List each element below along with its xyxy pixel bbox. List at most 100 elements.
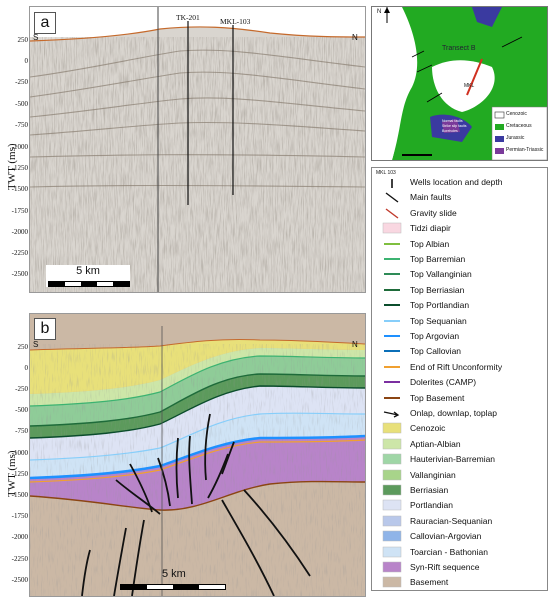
tick-label: -500 [15, 406, 28, 414]
legend-item: Top Callovian [372, 343, 461, 359]
legend-label: Onlap, downlap, toplap [410, 408, 497, 418]
legend-label: Top Berriasian [410, 284, 465, 295]
tick-label: -2000 [11, 228, 28, 236]
tick-label: 0 [24, 364, 29, 372]
legend-label: Portlandian [410, 500, 454, 511]
legend-item: End of Rift Unconformity [372, 359, 502, 375]
legend-symbol [382, 392, 402, 404]
legend-label: Hauterivian-Barremian [410, 454, 496, 465]
tick-label: -750 [15, 427, 28, 435]
location-map: N Transect B MKL Cenozoic Cretaceous Jur… [371, 6, 548, 161]
map-legend-cenozoic: Cenozoic [506, 111, 527, 117]
legend-item: Onlap, downlap, toplap [372, 405, 497, 421]
legend-item: Aptian-Albian [372, 436, 461, 452]
legend-symbol [382, 268, 402, 280]
panel-b-left-side: S [33, 340, 39, 349]
tick-label: -2500 [11, 576, 28, 584]
tick-label: 250 [17, 343, 29, 351]
legend-label: Syn-Rift sequence [410, 562, 480, 572]
well-label-tk-201: TK-201 [176, 13, 200, 22]
legend-label: Main faults [410, 192, 452, 203]
legend-label: Cenozoic [410, 423, 446, 434]
legend-symbol [382, 376, 402, 388]
legend-item: Vallanginian [372, 467, 456, 483]
legend-symbol [382, 546, 402, 558]
legend-item: Syn-Rift sequence [372, 559, 479, 575]
tick-label: -2000 [11, 533, 28, 541]
legend-symbol [382, 561, 402, 573]
tick-label: -2250 [11, 555, 28, 563]
legend-symbol [382, 176, 402, 188]
map-legend-jurassic: Jurassic [506, 135, 525, 141]
legend-label: End of Rift Unconformity [410, 361, 503, 372]
tick-label: -1000 [11, 449, 28, 457]
legend-symbol [382, 469, 402, 481]
legend-item: Dolerites (CAMP) [372, 374, 476, 390]
panel-a-right-side: N [352, 33, 358, 42]
legend-label: Top Barremian [410, 254, 466, 264]
tick-label: -250 [15, 78, 28, 86]
scale-label-a: 5 km [76, 265, 100, 277]
legend-symbol [382, 438, 402, 450]
legend-item: Callovian-Argovian [372, 528, 481, 544]
legend-label: Top Sequanian [410, 315, 467, 326]
panel-b-letter: b [34, 318, 56, 340]
legend-label: Vallanginian [410, 469, 456, 480]
legend-symbol [382, 191, 402, 203]
map-legend-cretaceous: Cretaceous [506, 123, 532, 129]
legend-label: Tidzi diapir [410, 223, 451, 234]
legend-symbol [382, 515, 402, 527]
tick-label: -250 [15, 385, 28, 393]
legend-label: Dolerites (CAMP) [410, 377, 477, 388]
tick-label: -1250 [11, 164, 28, 172]
legend-item: Top Albian [372, 236, 449, 252]
legend-symbol [382, 499, 402, 511]
legend-item: Main faults [372, 189, 451, 205]
panel-a-left-side: S [33, 33, 39, 42]
legend-symbol [382, 530, 402, 542]
legend-symbol [382, 361, 402, 373]
legend-label: Top Argovian [410, 331, 460, 341]
legend-symbol [382, 222, 402, 234]
legend-symbol [382, 484, 402, 496]
legend-symbol [382, 330, 402, 342]
legend-item: Hauterivian-Barremian [372, 451, 495, 467]
interpreted-section-b [30, 314, 365, 596]
seismic-section-a [30, 7, 365, 292]
map-transect-label: Transect B [442, 45, 476, 52]
map-symbol-normal-faults: Normal faults [442, 119, 463, 123]
legend-label: Wells location and depth [410, 177, 503, 187]
tick-label: -1750 [11, 512, 28, 520]
scale-label-b: 5 km [162, 568, 186, 580]
legend-symbol [382, 315, 402, 327]
tick-label: -2250 [11, 249, 28, 257]
legend-item: Wells location and depth [372, 174, 502, 190]
legend-item: Top Basement [372, 390, 464, 406]
map-symbol-strike-slip: Strike slip faults [442, 124, 467, 128]
legend-item: Basement [372, 574, 448, 590]
legend-item: Top Berriasian [372, 282, 464, 298]
legend-symbol [382, 407, 402, 419]
tick-label: -2500 [11, 270, 28, 278]
legend-item: Top Vallanginian [372, 266, 472, 282]
panel-b-right-side: N [352, 340, 358, 349]
well-label-mkl-103: MKL-103 [220, 17, 251, 26]
tick-label: -1500 [11, 185, 28, 193]
legend-label: Top Basement [410, 392, 465, 403]
legend-item: Top Portlandian [372, 297, 469, 313]
legend-label: Top Portlandian [410, 300, 470, 311]
legend-symbol [382, 299, 402, 311]
scale-bar-b: 5 km [118, 568, 228, 590]
legend-symbol [382, 207, 402, 219]
legend-label: Gravity slide [410, 207, 457, 218]
legend-symbol [382, 238, 402, 250]
tick-label: -500 [15, 100, 28, 108]
legend-item: Top Barremian [372, 251, 465, 267]
tick-label: -1750 [11, 207, 28, 215]
legend-item: Rauracian-Sequanian [372, 513, 492, 529]
legend-item: Gravity slide [372, 205, 457, 221]
well-code-label: MKL 103 [376, 170, 396, 176]
panel-a-letter: a [34, 12, 56, 34]
seismic-panel-a: a S N TK-201 MKL-103 5 km [29, 6, 366, 293]
